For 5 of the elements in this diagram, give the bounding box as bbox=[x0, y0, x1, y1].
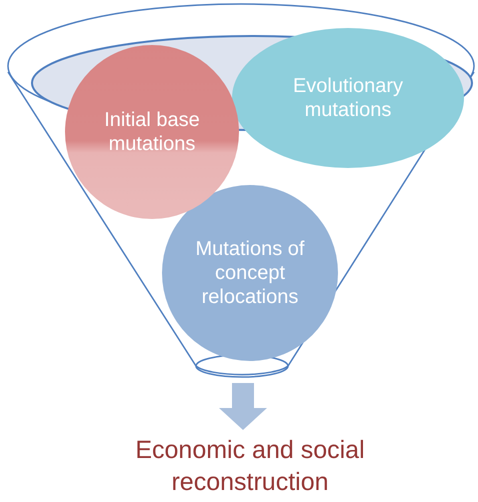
node-label: Mutations of concept relocations bbox=[194, 237, 306, 309]
node-label: Evolutionary mutations bbox=[292, 74, 404, 122]
result-label: Economic and social reconstruction bbox=[134, 435, 366, 498]
node-label: Initial base mutations bbox=[103, 108, 201, 156]
arrow bbox=[219, 383, 267, 430]
